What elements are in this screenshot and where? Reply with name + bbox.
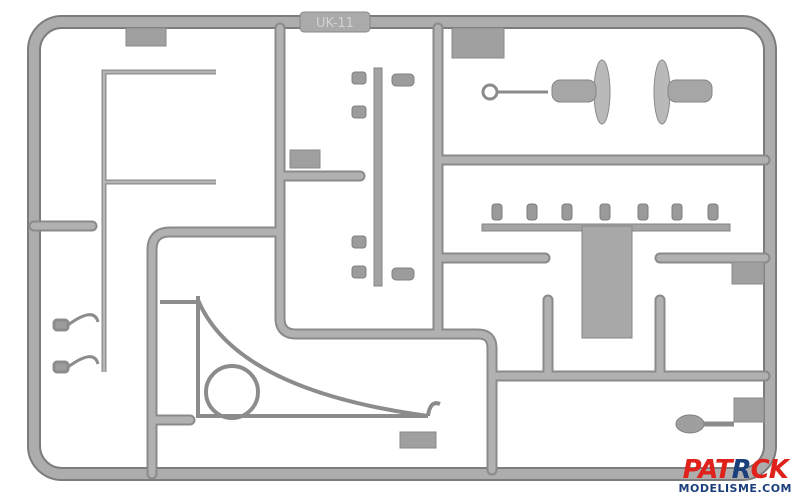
watermark-text-part2: R	[731, 455, 752, 485]
pole-part-center	[351, 67, 415, 287]
watermark-subtitle: MODELISME.COM	[678, 482, 792, 495]
sprue-code-plate: UK-11	[299, 11, 371, 33]
hook-parts	[52, 313, 100, 374]
sign-bracket-part	[160, 296, 441, 420]
insulator-part	[481, 203, 731, 339]
watermark-logo: PATRCK MODELISME.COM	[679, 457, 792, 494]
watermark-text-part3: CK	[750, 455, 789, 485]
lamp-reflectors	[481, 59, 713, 125]
knob-part	[675, 414, 734, 434]
sprue-tabs	[125, 27, 765, 449]
sprue-code-label: UK-11	[316, 16, 354, 31]
watermark-text-part1: PAT	[682, 455, 733, 485]
